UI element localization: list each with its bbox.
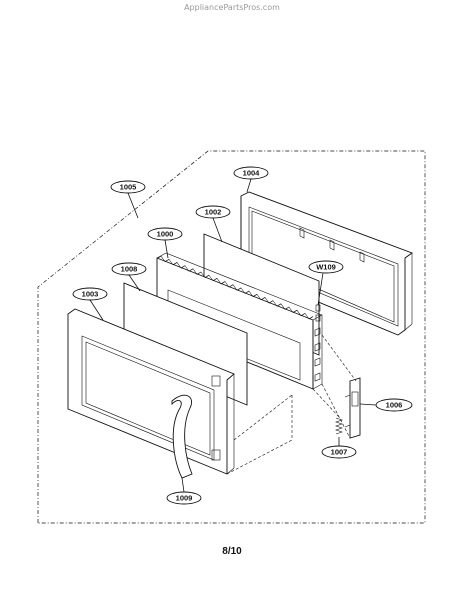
callout-1000: 1000: [147, 227, 183, 241]
part-1006-latch-lever: [344, 377, 361, 439]
callout-1006-text: 1006: [386, 401, 403, 410]
callout-w109-text: W109: [316, 263, 336, 272]
callout-w109: W109: [308, 260, 344, 274]
callout-1008-text: 1008: [121, 265, 138, 274]
assembly-boundary: [37, 150, 426, 524]
callout-1002-text: 1002: [205, 208, 222, 217]
callout-1005-text: 1005: [120, 183, 137, 192]
callout-1007-text: 1007: [331, 448, 348, 457]
callout-1000-text: 1000: [157, 230, 174, 239]
leader-lines: [89, 178, 377, 493]
callout-1002: 1002: [195, 205, 231, 219]
callout-1003: 1003: [72, 287, 108, 301]
callout-1004: 1004: [233, 166, 269, 180]
callout-1009-text: 1009: [176, 494, 193, 503]
callout-1007: 1007: [321, 445, 357, 459]
callout-1008: 1008: [111, 262, 147, 276]
callout-1004-text: 1004: [243, 169, 261, 178]
alignment-lines: [226, 334, 357, 475]
part-1007-spring: [335, 417, 343, 435]
callout-1009: 1009: [166, 491, 202, 505]
callout-1003-text: 1003: [82, 290, 99, 299]
part-1003-front-door: [67, 308, 235, 475]
page-number: 8/10: [222, 546, 242, 557]
watermark-text: AppliancePartsPros.com: [184, 3, 280, 12]
callout-1006: 1006: [375, 398, 413, 412]
callout-1005: 1005: [110, 180, 146, 194]
